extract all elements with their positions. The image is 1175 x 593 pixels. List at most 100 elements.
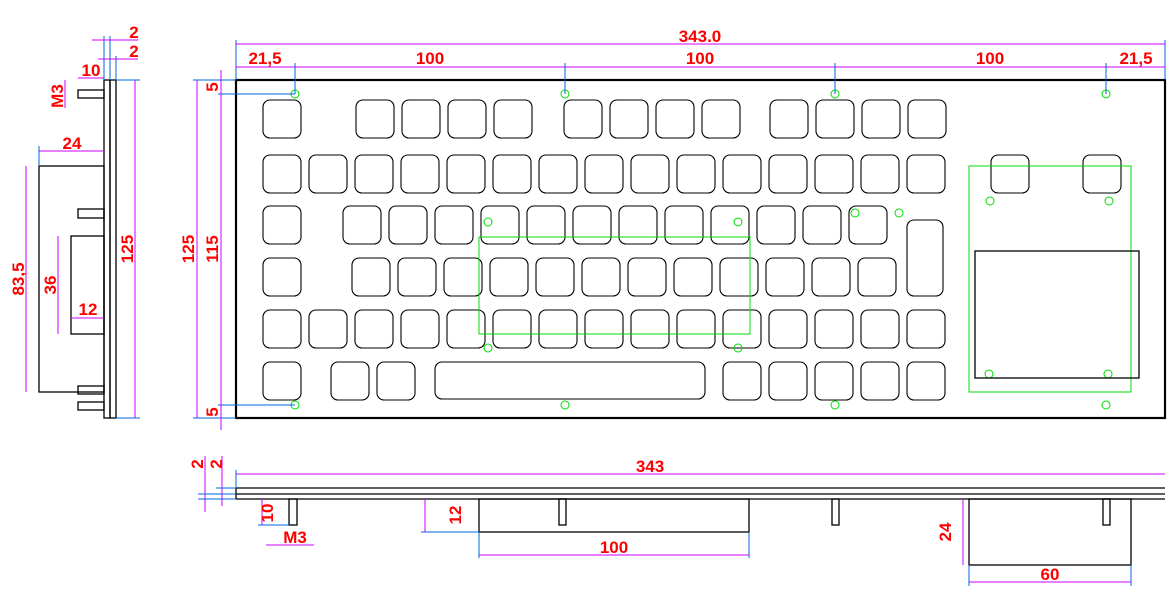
key [351, 257, 391, 297]
key [388, 205, 428, 245]
keyboard-keys [262, 99, 1122, 401]
mounting-hole [1101, 400, 1111, 410]
key [434, 205, 474, 245]
key [990, 154, 1030, 194]
key [627, 257, 667, 297]
key [584, 154, 624, 194]
dim-edge-left: 21,5 [248, 49, 281, 68]
dim-top-margin: 5 [203, 82, 222, 91]
top-view-height-dimensions: 125 115 5 5 [179, 70, 295, 430]
dim-height: 125 [179, 235, 198, 263]
dim-stud-length: 10 [258, 504, 277, 523]
pcb-outline [478, 236, 751, 335]
key [538, 309, 578, 349]
key [860, 154, 900, 194]
mounting-hole [733, 217, 743, 227]
key [584, 309, 624, 349]
key [722, 309, 762, 349]
key [330, 361, 370, 401]
key [861, 99, 901, 139]
mounting-hole [985, 196, 995, 206]
dim-pitch-2: 100 [686, 49, 714, 68]
key [814, 361, 854, 401]
key [434, 361, 706, 400]
key [262, 205, 302, 245]
dim-box-height: 83,5 [9, 262, 28, 295]
key [400, 309, 440, 349]
dim-plate-2: 2 [207, 459, 226, 468]
mounting-hole [894, 208, 904, 218]
key [906, 154, 946, 194]
key [722, 154, 762, 194]
key [676, 309, 716, 349]
key [722, 361, 762, 401]
touchpad [974, 250, 1140, 379]
dim-bottom-margin: 5 [203, 407, 222, 416]
dim-edge-right: 21,5 [1119, 49, 1152, 68]
dim-box-width: 100 [600, 538, 628, 557]
key [906, 361, 946, 401]
key [354, 309, 394, 349]
key [710, 205, 750, 245]
key [860, 361, 900, 401]
dim-inner-height: 36 [41, 276, 60, 295]
key [906, 219, 944, 297]
key [262, 309, 302, 349]
key [815, 99, 855, 139]
dim-pad-depth: 24 [936, 522, 955, 541]
key [262, 99, 302, 139]
key [811, 257, 851, 297]
dim-inner-depth: 12 [79, 300, 98, 319]
dim-overall-width: 343.0 [679, 27, 722, 46]
key [676, 154, 716, 194]
key [492, 309, 532, 349]
key [563, 99, 603, 139]
top-dimensions: 343.0 21,5 100 100 100 21,5 [235, 27, 1166, 94]
key [308, 309, 348, 349]
key [857, 257, 897, 297]
dim-thread: M3 [283, 528, 307, 547]
bottom-view: 2 2 343 10 M3 12 100 24 60 [188, 456, 1165, 586]
key [630, 154, 670, 194]
mounting-hole [483, 343, 493, 353]
dim-thread: M3 [48, 84, 67, 108]
dim-stud-length: 10 [82, 61, 101, 80]
key [719, 257, 759, 297]
key [342, 205, 382, 245]
mounting-hole [850, 208, 860, 218]
key [492, 154, 532, 194]
key [538, 154, 578, 194]
key [860, 309, 900, 349]
key [814, 309, 854, 349]
key [262, 257, 302, 297]
key [355, 99, 395, 139]
mounting-hole [733, 343, 743, 353]
key [480, 205, 520, 245]
key [493, 99, 533, 139]
key [401, 99, 441, 139]
key [447, 99, 487, 139]
mounting-hole [483, 217, 493, 227]
key [765, 257, 805, 297]
key [446, 154, 486, 194]
key [354, 154, 394, 194]
mounting-hole [984, 369, 994, 379]
key [618, 205, 658, 245]
key [400, 154, 440, 194]
key [446, 309, 486, 349]
key [664, 205, 704, 245]
key [609, 99, 649, 139]
dim-pad-width: 60 [1041, 565, 1060, 584]
key [673, 257, 713, 297]
key [489, 257, 529, 297]
key [397, 257, 437, 297]
mounting-holes [290, 89, 1114, 410]
key [768, 309, 808, 349]
key [308, 154, 348, 194]
key [768, 154, 808, 194]
key [769, 99, 809, 139]
key [907, 99, 947, 139]
key [802, 205, 842, 245]
key [848, 205, 888, 245]
